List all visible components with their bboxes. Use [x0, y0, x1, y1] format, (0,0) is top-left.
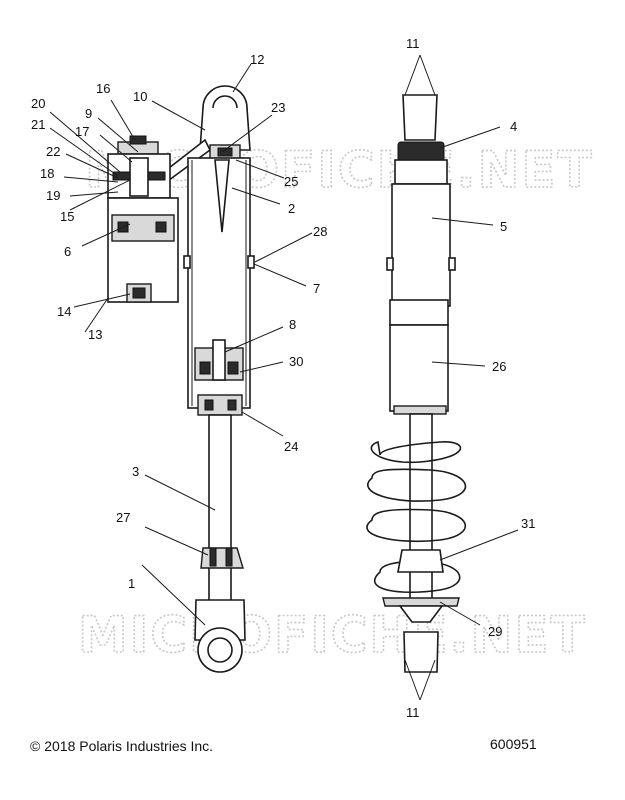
callout-11-top: 11: [406, 36, 420, 51]
left-shock-assembly: [158, 85, 255, 673]
callout-13: 13: [88, 327, 102, 342]
callout-18: 18: [40, 166, 54, 181]
callout-16: 16: [96, 81, 110, 96]
callout-25: 25: [284, 174, 298, 189]
callout-6: 6: [64, 244, 71, 259]
callout-19: 19: [46, 188, 60, 203]
callout-20: 20: [31, 96, 45, 111]
callout-4: 4: [510, 119, 517, 134]
callout-30: 30: [289, 354, 303, 369]
callout-31: 31: [521, 516, 535, 531]
callout-3: 3: [132, 464, 139, 479]
callout-8: 8: [289, 317, 296, 332]
callout-28: 28: [313, 224, 327, 239]
callout-17: 17: [75, 124, 89, 139]
leader-lines: [49, 63, 519, 626]
callout-2: 2: [288, 201, 295, 216]
callout-21: 21: [31, 117, 45, 132]
diagram-number: 600951: [490, 736, 537, 752]
callout-5: 5: [500, 219, 507, 234]
callout-27: 27: [116, 510, 130, 525]
reservoir-assembly: [107, 135, 179, 303]
callout-12: 12: [250, 52, 264, 67]
copyright-text: © 2018 Polaris Industries Inc.: [30, 738, 214, 754]
callout-24: 24: [284, 439, 298, 454]
callout-9: 9: [85, 106, 92, 121]
callout-14: 14: [57, 304, 71, 319]
callout-7: 7: [313, 281, 320, 296]
callout-23: 23: [271, 100, 285, 115]
callout-26: 26: [492, 359, 506, 374]
callout-numbers: 1 2 3 4 5 6 7 8 9 10 11 11 12 13 14 15 1…: [31, 36, 535, 720]
callout-1: 1: [128, 576, 135, 591]
callout-10: 10: [133, 89, 147, 104]
right-shock-assembly: [366, 54, 467, 701]
callout-15: 15: [60, 209, 74, 224]
callout-22: 22: [46, 144, 60, 159]
callout-29: 29: [488, 624, 502, 639]
watermark-bottom: MICROFICHE.NET: [78, 606, 587, 664]
callout-11-bottom: 11: [406, 705, 420, 720]
